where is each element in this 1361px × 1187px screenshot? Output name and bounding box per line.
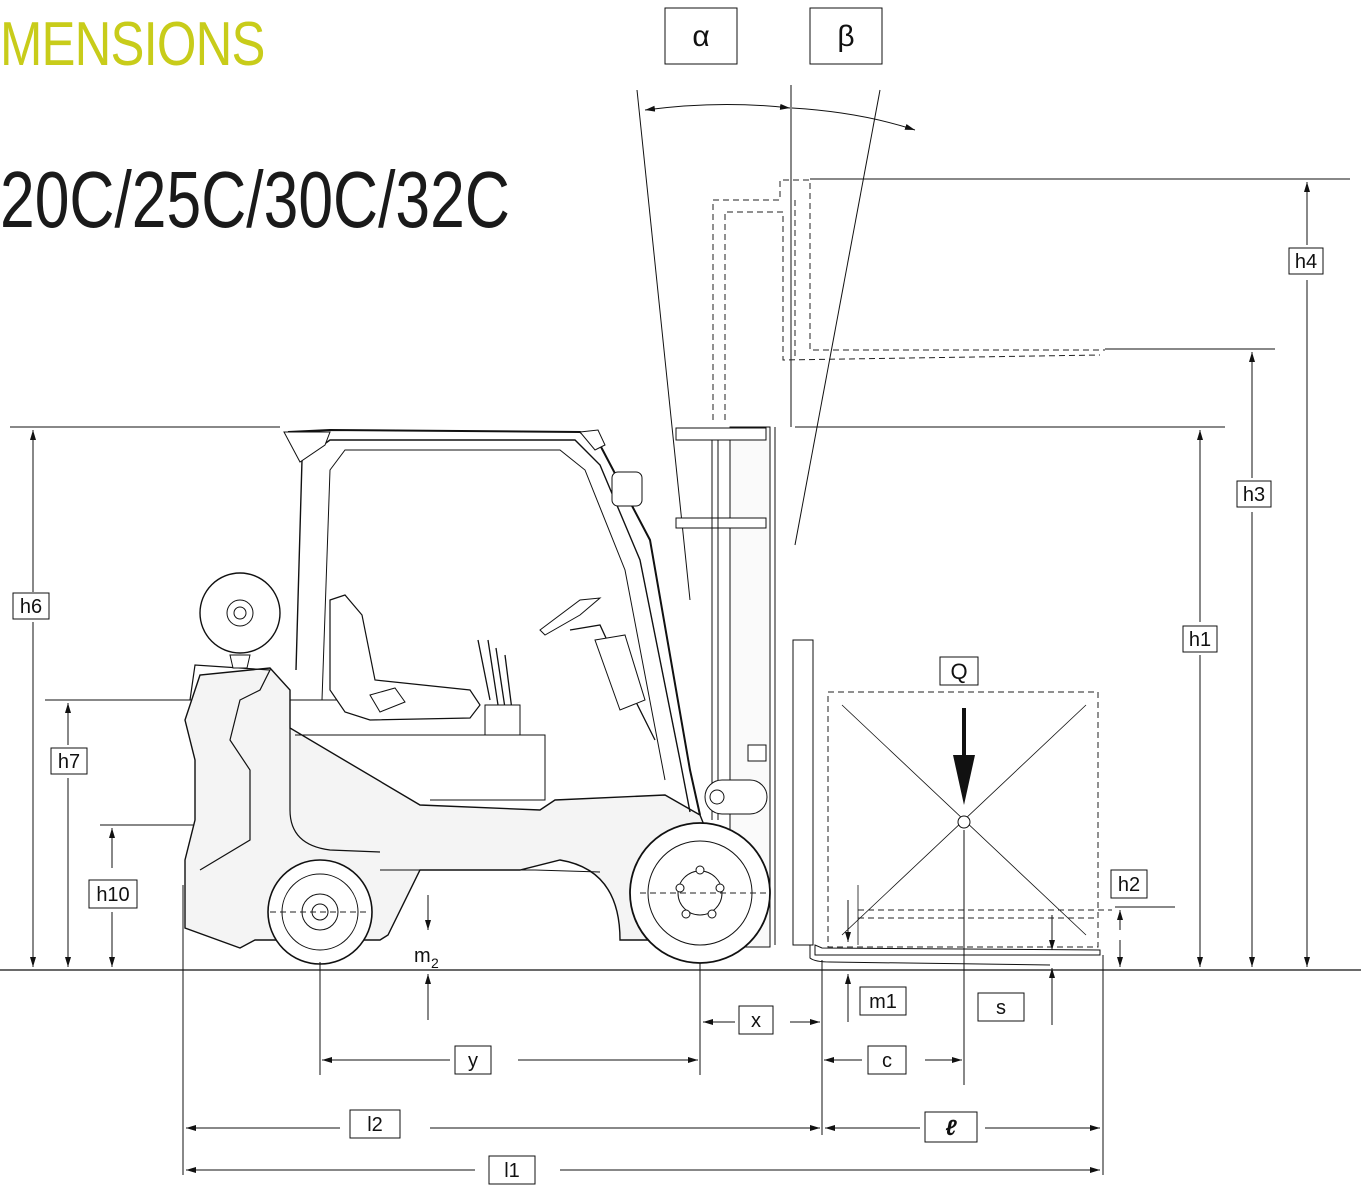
- model-title: 20C/25C/30C/32C: [0, 155, 510, 244]
- raised-fork-outline: [724, 211, 1101, 420]
- front-light-housing: [579, 429, 606, 451]
- label-h2: h2: [1110, 869, 1148, 899]
- label-c: c: [867, 1045, 907, 1075]
- svg-text:l2: l2: [367, 1114, 383, 1136]
- label-s: s: [977, 992, 1025, 1022]
- lpg-tank-mount: [229, 654, 251, 669]
- svg-text:x: x: [751, 1010, 761, 1032]
- fork-blade: [814, 944, 1101, 956]
- steering-wheel: [539, 597, 602, 636]
- svg-text:2: 2: [431, 955, 439, 971]
- fork-tip: [809, 945, 1051, 966]
- svg-text:h1: h1: [1189, 629, 1211, 651]
- cab-pillar: [321, 449, 666, 781]
- label-y: y: [454, 1045, 492, 1075]
- hydraulic-valve: [747, 744, 767, 762]
- hydraulic-levers: [477, 639, 521, 736]
- svg-text:ℓ: ℓ: [945, 1115, 957, 1140]
- svg-text:y: y: [468, 1050, 478, 1072]
- svg-text:h3: h3: [1243, 484, 1265, 506]
- svg-text:β: β: [837, 20, 854, 53]
- label-h6: h6: [12, 592, 50, 620]
- side-mirror: [611, 471, 643, 507]
- rear-light-housing: [283, 431, 331, 463]
- label-h3: h3: [1236, 480, 1272, 508]
- raised-mast-outline: [712, 179, 1105, 420]
- svg-text:h2: h2: [1118, 874, 1140, 896]
- svg-text:h7: h7: [58, 751, 80, 773]
- svg-text:h6: h6: [20, 596, 42, 618]
- tilt-pin: [709, 789, 725, 805]
- body-side-panel: [289, 728, 381, 853]
- label-l2: l2: [349, 1109, 401, 1139]
- mast-mid-crossbar: [675, 517, 767, 529]
- label-Q: Q: [939, 656, 979, 686]
- counterweight: [189, 664, 271, 871]
- step-line: [380, 869, 601, 873]
- beta-tilt-line: [794, 89, 881, 546]
- label-h10: h10: [88, 879, 138, 909]
- steering-column-cover: [594, 634, 646, 711]
- lpg-tank-valve-inner: [233, 606, 247, 620]
- label-l1: l1: [488, 1155, 536, 1185]
- label-m2: m 2: [414, 945, 439, 971]
- label-h1: h1: [1182, 625, 1218, 653]
- load-box: [827, 691, 1099, 948]
- fork-carriage: [792, 639, 814, 946]
- svg-text:m: m: [414, 945, 431, 967]
- section-title: MENSIONS: [0, 10, 265, 79]
- mast-top-crossbar: [675, 427, 767, 441]
- svg-text:l1: l1: [504, 1160, 520, 1182]
- label-x: x: [738, 1005, 774, 1035]
- tilt-cylinder-mount: [704, 779, 768, 815]
- svg-text:m1: m1: [869, 991, 897, 1013]
- label-l: ℓ: [924, 1111, 978, 1143]
- label-alpha: α: [664, 7, 738, 65]
- svg-text:h4: h4: [1295, 251, 1317, 273]
- svg-text:c: c: [882, 1050, 892, 1072]
- label-h4: h4: [1288, 247, 1324, 275]
- label-h7: h7: [50, 747, 88, 775]
- label-beta: β: [809, 7, 883, 65]
- svg-text:Q: Q: [950, 659, 967, 684]
- svg-text:h10: h10: [96, 884, 129, 906]
- hood-panel: [295, 734, 546, 801]
- alpha-tilt-line: [636, 89, 691, 601]
- seat-armrest: [369, 687, 406, 713]
- load-center-of-gravity: [957, 815, 971, 829]
- alpha-arc: [644, 103, 791, 112]
- load-arrow-head: [953, 755, 975, 805]
- label-m1: m1: [859, 986, 907, 1016]
- svg-text:s: s: [996, 997, 1006, 1019]
- svg-text:α: α: [692, 20, 709, 53]
- beta-arc: [791, 107, 916, 131]
- operator-seat: [329, 594, 481, 721]
